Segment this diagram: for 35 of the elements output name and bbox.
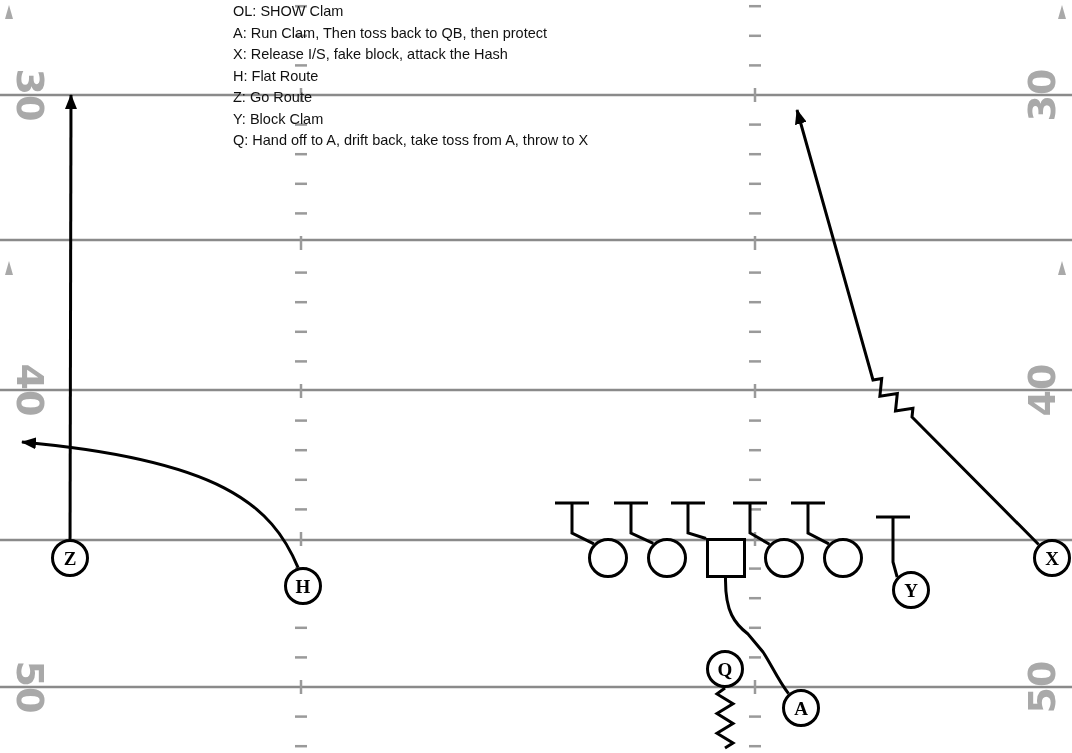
- play-note: Y: Block Clam: [233, 109, 324, 128]
- lineman-circle: [764, 538, 804, 578]
- route-line: [724, 578, 790, 695]
- player-circle: A: [782, 689, 820, 727]
- route-arrow: [21, 437, 300, 569]
- block-line: [789, 501, 830, 546]
- yard-number: 40: [1023, 363, 1061, 417]
- player-circle: Y: [892, 571, 930, 609]
- play-note: H: Flat Route: [233, 66, 319, 85]
- lineman-circle: [647, 538, 687, 578]
- play-note: Q: Hand off to A, drift back, take toss from A, throw to X: [233, 131, 589, 149]
- player-circle: H: [284, 567, 322, 605]
- player-circle: Q: [706, 650, 744, 688]
- block-line: [553, 501, 595, 546]
- route-arrow: [64, 94, 77, 539]
- block-line: [669, 501, 707, 540]
- play-note: OL: SHOW Clam: [233, 2, 344, 20]
- block-line: [731, 501, 771, 546]
- route-line: [714, 686, 736, 750]
- player-circle: X: [1033, 539, 1071, 577]
- route-arrow: [795, 109, 1040, 546]
- yard-number: 30: [1023, 68, 1061, 122]
- lineman-circle: [588, 538, 628, 578]
- play-note: X: Release I/S, fake block, attack the Hash: [233, 45, 508, 63]
- block-line: [612, 501, 654, 545]
- yard-number: 40: [11, 363, 49, 417]
- yard-number: 50: [11, 660, 49, 714]
- block-line: [874, 515, 912, 578]
- play-note: A: Run Clam, Then toss back to QB, then protect: [233, 23, 548, 42]
- lineman-circle: [823, 538, 863, 578]
- player-circle: Z: [51, 539, 89, 577]
- yard-number: 50: [1023, 660, 1061, 714]
- yard-number: 30: [11, 68, 49, 122]
- center-square: [706, 538, 746, 578]
- play-note: Z: Go Route: [233, 88, 312, 106]
